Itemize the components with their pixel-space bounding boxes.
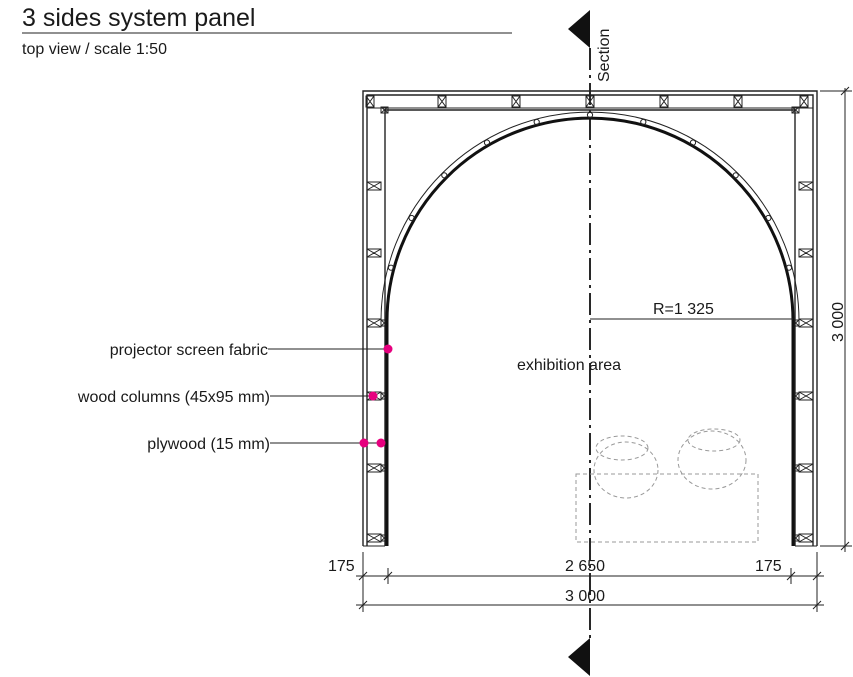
callout-label-columns: wood columns (45x95 mm) (77, 389, 270, 406)
radius-label: R=1 325 (653, 301, 714, 318)
depth-dimension (820, 86, 852, 552)
wood-column-tick (791, 106, 800, 114)
wood-column-tick (366, 533, 382, 543)
wood-column-tick (798, 181, 814, 191)
dim-middle-label: 2 650 (565, 558, 605, 575)
section-label: Section (596, 29, 613, 82)
callout-plywood: plywood (15 mm) (147, 436, 386, 453)
furniture-dashed (575, 428, 759, 543)
section-marker-top-icon (568, 10, 590, 48)
exhibition-area-label: exhibition area (517, 357, 621, 374)
wood-column-tick (585, 95, 595, 108)
wood-column-tick (366, 318, 382, 328)
arch-bolt-icon (732, 172, 739, 179)
section-marker-bottom-icon (568, 638, 590, 676)
wood-column-tick (798, 248, 814, 258)
wood-column-tick (798, 318, 814, 328)
arch-bolt-icon (689, 139, 697, 146)
marker-dot-icon (376, 438, 386, 448)
callout-projector-screen: projector screen fabric (110, 342, 393, 359)
wood-column-tick (733, 95, 743, 108)
wood-column-tick (798, 391, 814, 401)
dim-left-label: 175 (328, 558, 355, 575)
arch-bolt-icon (533, 118, 540, 126)
arch-bolt-icon (785, 264, 793, 271)
arch-bolt-icon (387, 264, 395, 271)
wood-column-tick (799, 95, 809, 108)
marker-dot-icon (359, 438, 369, 448)
dim-right-label: 175 (755, 558, 782, 575)
dim-depth-label: 3 000 (830, 302, 847, 342)
wood-column-tick (366, 463, 382, 473)
wood-column-tick (366, 248, 382, 258)
width-dimensions (356, 552, 824, 612)
dim-overall-width-label: 3 000 (565, 588, 605, 605)
arch-bolt-icon (483, 139, 491, 146)
wood-column-tick (798, 533, 814, 543)
wood-column-tick (365, 95, 375, 108)
arch-bolt-icon (441, 172, 448, 179)
arch-bolt-icon (408, 214, 415, 222)
wood-column-tick (659, 95, 669, 108)
wood-column-tick (437, 95, 447, 108)
arch-bolt-icon (586, 111, 594, 119)
arch-bolt-icon (765, 214, 772, 222)
wood-column-tick (511, 95, 521, 108)
callout-label-screen: projector screen fabric (110, 342, 268, 359)
callout-wood-columns: wood columns (45x95 mm) (77, 389, 378, 406)
arch-bolt-icon (640, 118, 647, 126)
wood-column-tick (798, 463, 814, 473)
drawing-subtitle: top view / scale 1:50 (22, 41, 167, 58)
wood-column-tick (380, 106, 389, 114)
marker-dot-icon (383, 344, 393, 354)
wood-column-tick (366, 181, 382, 191)
marker-dot-icon (368, 391, 378, 401)
arch-bolts (387, 111, 793, 271)
drawing-title: 3 sides system panel (22, 4, 255, 32)
callout-label-plywood: plywood (15 mm) (147, 436, 270, 453)
